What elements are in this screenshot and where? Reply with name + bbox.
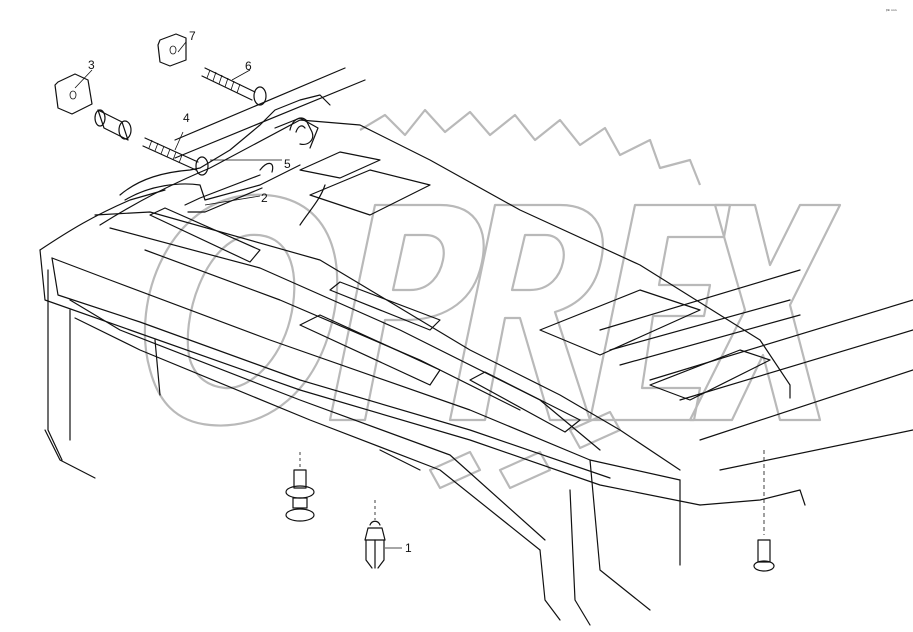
spacer-sleeve: [94, 109, 132, 141]
callout-leaders: [74, 41, 402, 549]
mounting-bracket: [119, 94, 331, 226]
screw-part-4: [142, 137, 209, 176]
clip-part-7: [157, 33, 187, 67]
hook-part-5: [289, 117, 314, 145]
callout-1: 1: [405, 541, 412, 555]
cab-body-outline: [39, 67, 913, 626]
callout-4: 4: [183, 111, 190, 125]
callout-7: 7: [189, 29, 196, 43]
callout-5: 5: [284, 157, 291, 171]
roof-recesses: [149, 151, 771, 433]
push-rivet-part-1: [364, 500, 386, 569]
corner-code: ᵖᵉ ⁿⁿⁿ: [886, 8, 897, 14]
callout-2: 2: [261, 191, 268, 205]
clip-part-3: [54, 73, 93, 115]
callout-3: 3: [88, 58, 95, 72]
watermark-logo: [143, 108, 842, 490]
bolt-fastener: [753, 450, 775, 572]
plug-fastener: [285, 452, 315, 522]
strap-part-2: [259, 162, 274, 173]
screw-part-6: [201, 67, 267, 106]
callout-6: 6: [245, 59, 252, 73]
